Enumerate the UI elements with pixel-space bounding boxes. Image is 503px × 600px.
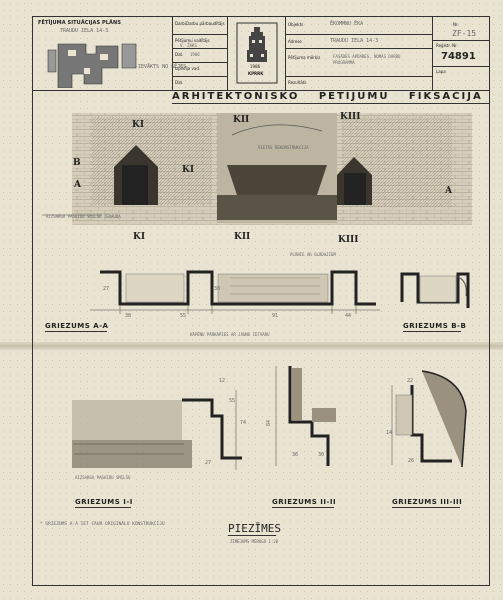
section-k3-drawing [391,370,467,468]
mark-k1-mid: KI [182,165,195,175]
k1-dim-1: 74 [240,420,247,426]
k1-dim-2: 27 [205,460,212,466]
aa-dim-2: 55 [180,313,187,319]
aa-dim-0: 27 [103,286,110,292]
situation-plan-sketch [47,43,137,88]
obj-label-2: Pētījuma mērķis [288,55,321,60]
k1-dim-3: 12 [219,378,226,384]
title-block [32,16,490,91]
aa-note-top: PLĀNIE AR GLODAJIEM [290,252,336,257]
k2-dim-0: 84 [266,419,273,427]
meta-value-1: V. ŽAKS [180,43,197,48]
obj-value-1: TRAUDU IELA 14-3 [330,38,379,44]
drawing-title: ARHITEKTONISKO PĒTĪJUMU FIKSĀCIJA [172,91,483,102]
notes-sub: ZĪMĒJUMS MĒROGĀ 1:20 [230,539,279,544]
paper-fold [0,342,503,350]
reg-label: Reģistr. Nr. [436,43,458,48]
meta-col-header: Darbu pārbaudītājs [186,21,225,26]
k2-dim-2: 30 [318,452,325,458]
nr-label: Nr. [453,22,459,27]
meta-value-2: 1986 [190,52,200,57]
sheet-label: Lapa [436,69,446,74]
notes-title: PIEZĪMES [228,522,281,535]
k2-dim-1: 36 [292,452,299,458]
obj-value-2: FASĀDES APDARES, NOMAS DARBU PROGRAMMA [333,54,401,65]
mark-b: B [73,158,81,168]
k3-dim-2: 14 [386,430,393,436]
aa-note-bottom: KĀPĒNU PĀRKĀPIES AR JAUNU IETVARU [190,332,270,337]
institute-logo [236,22,278,84]
mark-a-left: A [74,180,81,190]
obj-label-3: Rezultāts [288,80,307,85]
k3-dim-0: 22 [407,378,414,384]
logo-year: 1986 [250,64,261,69]
facade-elevation [42,113,472,225]
mark-a-right: A [445,186,452,196]
section-k1-drawing [72,390,242,470]
meta-label-2: Dat. [175,52,184,57]
meta-label-0: Darbi [175,21,186,26]
nr-value: ZF-15 [452,29,477,38]
plan-note: IEVĀKTS NO ŠĒJES [138,64,187,70]
section-k1-title: GRIEZUMS I-I [75,498,133,506]
k1-note: AIZSARGA PAGAIDU SMILŠU [75,475,131,480]
meta-label-4: Dat. [175,80,184,85]
section-k2-drawing [275,366,336,466]
obj-value-0: ĒKOMMNU ĒKA [330,21,364,27]
k1-dim-0: 55 [229,398,236,404]
meta-label-1: Pētījumu vadītājs [175,38,210,43]
section-aa-drawing [90,270,380,314]
section-k3-title: GRIEZUMS III-III [392,498,463,506]
section-k2-title: GRIEZUMS II-II [272,498,337,506]
k3-dim-1: 26 [408,458,415,464]
aa-dim-4: 44 [345,313,352,319]
logo-name: KPRRK [248,71,264,76]
obj-label-1: Adrese [288,39,302,44]
plan-title: FĒTĪJUMA SITUĀCIJAS PLĀNS [38,20,122,26]
mark-k1-top: KI [132,120,145,130]
facade-note-center: VIETĀS REKONSTRUKCIJA [258,145,309,150]
obj-label-0: Objekts [288,22,304,27]
mark-k3-top: KIII [340,112,361,122]
section-aa-title: GRIEZUMS A-A [45,322,109,330]
reg-value: 74891 [441,51,476,62]
facade-note-left: AIZSARGA PAGAIDU SMILŠU TĒRAUDA [46,214,121,219]
plan-street: TRAUDU IELA 14-3 [60,28,109,34]
mark-k2-lower: KII [234,232,251,242]
aa-dim-1: 38 [125,313,132,319]
mark-k1-lower: KI [133,232,146,242]
footer-note: * GRIEZUMS A-A IET CAUR ORIĢINĀLU KONSTR… [40,522,165,527]
aa-dim-3: 91 [272,313,279,319]
section-bb-title: GRIEZUMS B-B [403,322,467,330]
section-bb-drawing [400,272,470,308]
meta-label-3: Izpildīja vad. [175,66,201,71]
mark-k2-top: KII [233,115,250,125]
aa-dim-5: 30 [214,286,221,292]
mark-k3-lower: KIII [338,235,359,245]
